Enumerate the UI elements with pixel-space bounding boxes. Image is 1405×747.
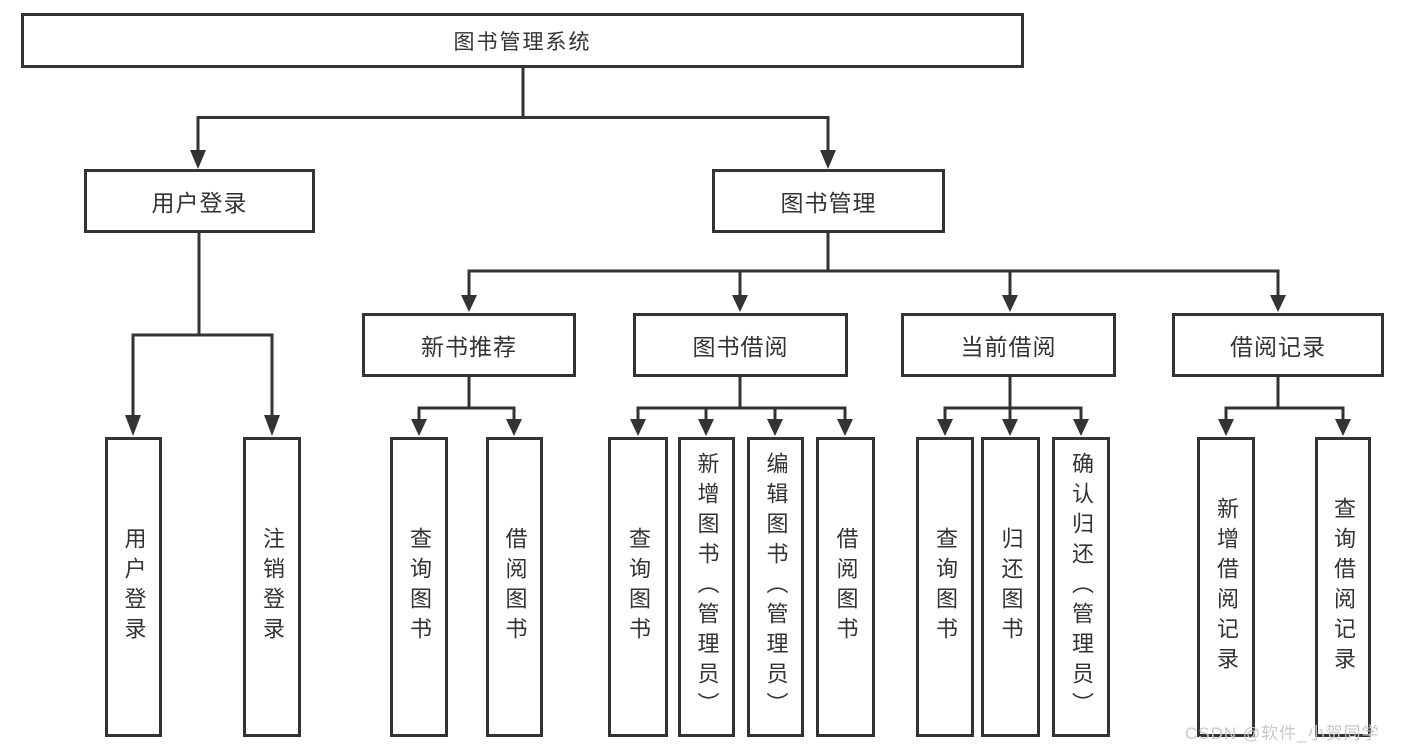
leaf-return-book: 归还图书 xyxy=(981,437,1040,737)
leaf-query-book-recommend: 查询图书 xyxy=(390,437,448,737)
connector-current-borrow-children xyxy=(937,375,1089,436)
leaf-label: 查询图书 xyxy=(407,527,432,647)
leaf-user-login: 用户登录 xyxy=(105,437,162,737)
leaf-query-borrow-record: 查询借阅记录 xyxy=(1315,437,1371,737)
connector-book-management-children xyxy=(461,231,1286,312)
node-current-borrow: 当前借阅 xyxy=(901,313,1116,377)
leaf-label: 编辑图书（管理员） xyxy=(763,452,789,722)
node-book-borrow: 图书借阅 xyxy=(633,313,848,377)
leaf-label: 查询图书 xyxy=(933,527,958,647)
node-root: 图书管理系统 xyxy=(21,13,1024,68)
leaf-label: 注销登录 xyxy=(260,527,285,647)
leaf-confirm-return-admin: 确认归还（管理员） xyxy=(1052,437,1110,737)
node-new-book-recommend: 新书推荐 xyxy=(362,313,576,377)
leaf-label: 确认归还（管理员） xyxy=(1069,452,1094,722)
leaf-label: 用户登录 xyxy=(121,527,147,647)
leaf-logout: 注销登录 xyxy=(243,437,301,737)
csdn-watermark: CSDN @软件_小贺同学 xyxy=(1185,724,1380,743)
leaf-label: 新增借阅记录 xyxy=(1214,497,1239,677)
leaf-borrow-book: 借阅图书 xyxy=(816,437,875,737)
leaf-label: 新增图书（管理员） xyxy=(694,452,720,722)
leaf-label: 归还图书 xyxy=(998,527,1024,647)
connector-new-book-children xyxy=(411,375,522,436)
node-borrow-record: 借阅记录 xyxy=(1172,313,1384,377)
leaf-label: 查询图书 xyxy=(626,527,651,647)
leaf-add-book-admin: 新增图书（管理员） xyxy=(678,437,735,737)
leaf-add-borrow-record: 新增借阅记录 xyxy=(1197,437,1255,737)
leaf-label: 查询借阅记录 xyxy=(1331,497,1356,677)
connector-root-to-level2 xyxy=(190,66,836,169)
connector-borrow-record-children xyxy=(1218,375,1351,436)
leaf-borrow-book-recommend: 借阅图书 xyxy=(486,437,543,737)
leaf-label: 借阅图书 xyxy=(833,527,859,647)
connector-user-login-children xyxy=(125,231,280,436)
connector-book-borrow-children xyxy=(630,375,853,436)
leaf-query-book-borrow: 查询图书 xyxy=(608,437,668,737)
leaf-label: 借阅图书 xyxy=(502,527,528,647)
leaf-edit-book-admin: 编辑图书（管理员） xyxy=(747,437,804,737)
leaf-query-current-borrow: 查询图书 xyxy=(916,437,974,737)
node-user-login: 用户登录 xyxy=(84,169,315,233)
node-book-management: 图书管理 xyxy=(712,169,945,233)
